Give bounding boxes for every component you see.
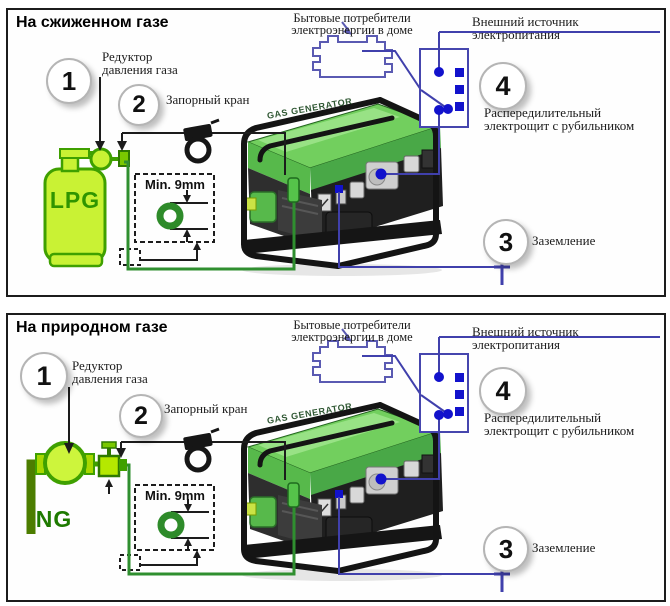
label-min-diameter: Min. 9mm — [145, 488, 205, 503]
house-consumers-icon — [312, 340, 393, 383]
house-consumers-icon — [312, 35, 393, 78]
panel-ng: На природном газе 1 2 4 3 Редуктор давле… — [6, 313, 666, 602]
pressure-regulator — [89, 147, 113, 171]
panel-title: На сжиженном газе — [16, 14, 169, 31]
pressure-regulator — [43, 441, 87, 485]
transfer-switch — [362, 336, 660, 485]
step-4-badge: 4 — [479, 367, 527, 415]
hose-connector-box — [119, 248, 141, 266]
step-2-badge: 2 — [118, 84, 160, 126]
gas-pipe — [124, 160, 300, 271]
hose-cross-section-icon — [157, 511, 185, 539]
step-1-badge: 1 — [20, 352, 68, 400]
label-min-diameter: Min. 9mm — [145, 177, 205, 192]
label-distribution-board: Распередилительный электрощит с рубильни… — [484, 410, 635, 438]
label-external-power: Внешний источник электропитания — [472, 14, 579, 42]
hose-clamp-icon — [183, 118, 220, 164]
min-diameter-box — [134, 173, 215, 243]
leader-lines — [99, 77, 286, 266]
step-3-badge: 3 — [483, 526, 529, 572]
hose-cross-section-icon — [156, 202, 184, 230]
ng-supply — [26, 441, 127, 534]
label-grounding: Заземление — [532, 540, 596, 555]
generator-outlet-dot — [375, 168, 387, 180]
gas-inlet — [287, 482, 300, 508]
panel-lpg: На сжиженном газе 1 2 4 3 Редуктор давле… — [6, 8, 666, 297]
label-pressure-regulator: Редуктор давления газа — [72, 358, 148, 386]
generator-outlet-dot — [375, 473, 387, 485]
panel-ng-schematic — [26, 328, 660, 592]
label-shutoff-valve: Запорный кран — [164, 401, 248, 416]
label-gas-source: NG — [35, 506, 73, 532]
hose-clamp-icon — [183, 427, 220, 473]
step-3-badge: 3 — [483, 219, 529, 265]
step-2-badge: 2 — [119, 394, 163, 438]
label-gas-source: LPG — [49, 187, 101, 213]
lpg-tank — [43, 147, 130, 268]
label-house-consumers: Бытовые потребители электроэнергии в дом… — [291, 318, 413, 344]
panel-lpg-schematic — [43, 21, 660, 285]
arrowheads — [64, 443, 201, 558]
gas-inlet — [287, 177, 300, 203]
label-grounding: Заземление — [532, 233, 596, 248]
step-4-badge: 4 — [479, 62, 527, 110]
arrowheads — [95, 141, 201, 250]
transfer-switch — [362, 31, 660, 180]
shutoff-valve — [118, 150, 130, 167]
panel-title: На природном газе — [16, 319, 168, 336]
label-external-power: Внешний источник электропитания — [472, 324, 579, 352]
label-house-consumers: Бытовые потребители электроэнергии в дом… — [291, 11, 413, 37]
label-distribution-board: Распередилительный электрощит с рубильни… — [484, 105, 635, 133]
label-shutoff-valve: Запорный кран — [166, 92, 250, 107]
label-pressure-regulator: Редуктор давления газа — [102, 49, 178, 77]
shutoff-valve — [97, 454, 121, 478]
gas-pipe — [127, 463, 300, 576]
step-1-badge: 1 — [46, 58, 92, 104]
